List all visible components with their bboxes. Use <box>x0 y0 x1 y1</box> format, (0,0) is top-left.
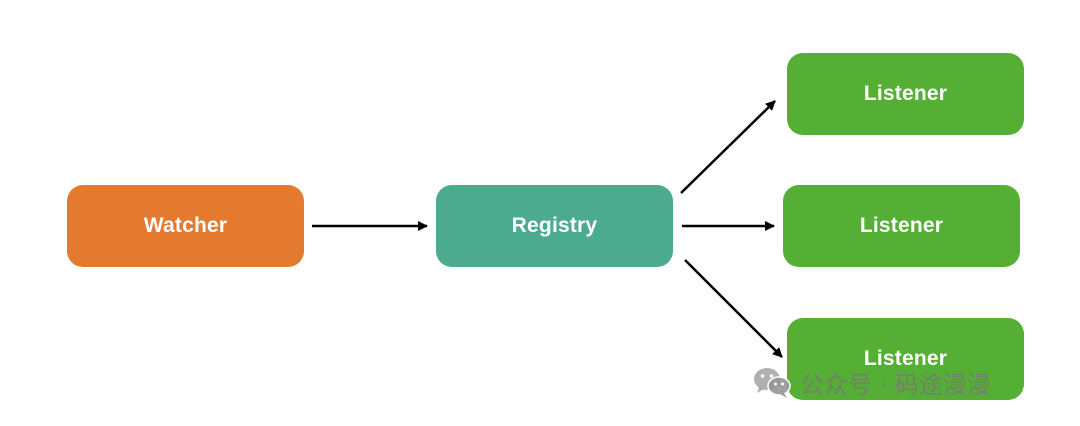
arrow-registry-to-listener-3 <box>684 259 783 358</box>
listener-node-3: Listener <box>787 318 1024 400</box>
listener-node-2: Listener <box>783 185 1020 267</box>
listener-label-1: Listener <box>863 82 948 105</box>
watermark: 公众号 · 码途漫漫 <box>752 362 991 402</box>
listener-label-2: Listener <box>859 214 944 237</box>
arrow-registry-to-listener-1 <box>680 100 776 194</box>
registry-label: Registry <box>511 214 598 237</box>
registry-node: Registry <box>436 185 673 267</box>
listener-node-1: Listener <box>787 53 1024 135</box>
watermark-text: 公众号 · 码途漫漫 <box>800 370 991 399</box>
watcher-label: Watcher <box>143 214 228 237</box>
listener-label-3: Listener <box>863 347 948 370</box>
watcher-node: Watcher <box>67 185 304 267</box>
wechat-icon <box>754 368 791 398</box>
